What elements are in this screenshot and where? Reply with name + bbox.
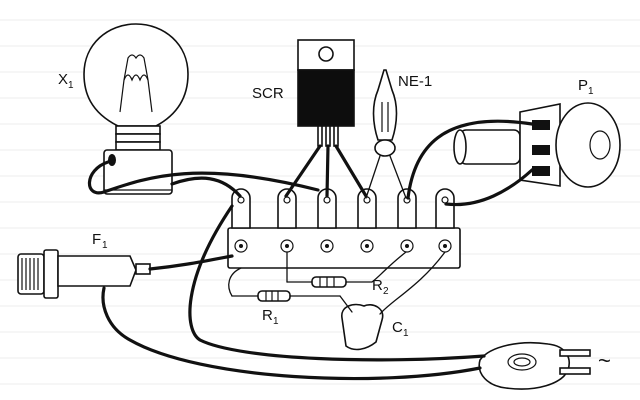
- resistor-r1: [231, 290, 341, 302]
- pot-label: P: [578, 77, 588, 94]
- r2-label: R: [372, 277, 383, 294]
- ac-plug: [478, 341, 591, 390]
- lamp-label: X: [58, 71, 68, 88]
- neon-label: NE-1: [398, 73, 432, 90]
- r1-label: R: [262, 307, 273, 324]
- resistor-r2: [286, 276, 373, 288]
- lamp-label-sub: 1: [68, 80, 74, 91]
- potentiometer-p1: [453, 102, 621, 188]
- lamp-x1: [83, 23, 189, 195]
- ac-symbol: ~: [598, 348, 611, 373]
- terminal-strip: [227, 188, 461, 269]
- fuse-label: F: [92, 231, 101, 248]
- capacitor-c1: [341, 303, 384, 351]
- scr-body: [297, 69, 355, 127]
- scr-component: [297, 39, 355, 147]
- scr-label: SCR: [252, 85, 284, 102]
- cap-label-sub: 1: [403, 328, 409, 339]
- r1-label-sub: 1: [273, 316, 279, 327]
- fuse-f1: [17, 249, 151, 299]
- fuse-label-sub: 1: [102, 240, 108, 251]
- neon-ne1: [372, 69, 398, 157]
- r2-label-sub: 2: [383, 286, 389, 297]
- pot-label-sub: 1: [588, 86, 594, 97]
- cap-label: C: [392, 319, 403, 336]
- wiring: [87, 119, 534, 381]
